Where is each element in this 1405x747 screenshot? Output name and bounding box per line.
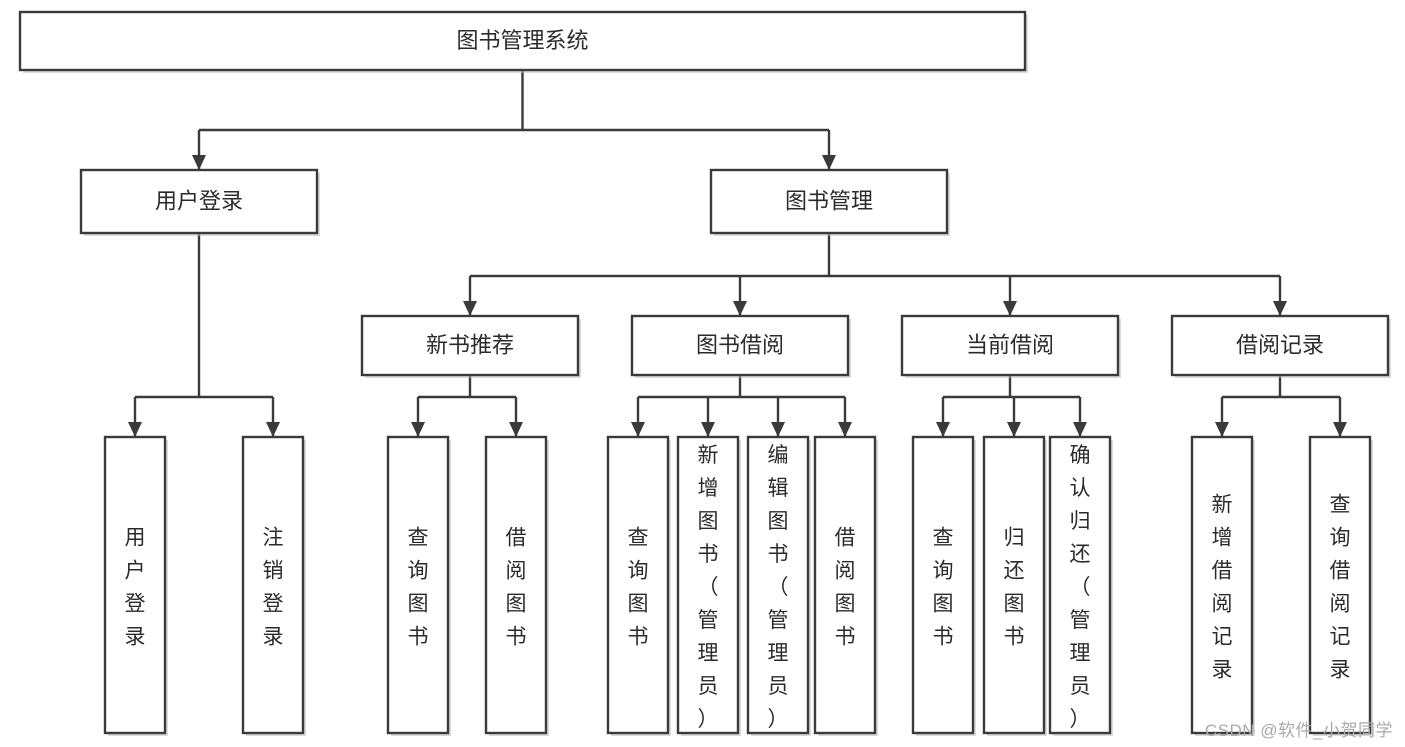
arrow-head-icon [411,422,425,437]
node-leaf-borrow-book-new[interactable]: 借阅图书 [484,435,549,736]
node-label: 图书管理系统 [456,28,588,53]
arrow-head-icon [128,422,142,437]
node-label: 图书借阅 [696,332,784,357]
node-label: 用户登录 [155,188,243,213]
edge-group-user-login [128,233,280,437]
node-label: 查询图书 [408,527,429,649]
arrow-head-icon [701,422,715,437]
node-label: 新增借阅记录 [1212,494,1233,682]
node-new-book-recommend[interactable]: 新书推荐 [360,314,581,378]
edge-group-borrow-record [1215,375,1347,437]
node-label: 注销登录 [263,527,284,649]
arrow-head-icon [192,155,206,170]
node-leaf-edit-book-admin[interactable]: 编辑图书（管理员） [746,435,811,736]
node-leaf-add-borrow-record[interactable]: 新增借阅记录 [1190,435,1255,736]
node-leaf-borrow-book[interactable]: 借阅图书 [813,435,878,736]
edge-group-book-borrow [631,375,852,437]
arrow-head-icon [1007,422,1021,437]
arrow-head-icon [936,422,950,437]
node-label: 编辑图书（管理员） [768,444,789,731]
arrow-head-icon [1003,301,1017,316]
nodes-layer: 图书管理系统用户登录图书管理新书推荐图书借阅当前借阅借阅记录用户登录注销登录查询… [18,10,1391,736]
node-borrow-record[interactable]: 借阅记录 [1170,314,1391,378]
node-label: 查询图书 [933,527,954,649]
node-current-borrow[interactable]: 当前借阅 [900,314,1121,378]
arrow-head-icon [266,422,280,437]
node-label: 新增图书（管理员） [698,444,719,731]
node-leaf-confirm-return-admin[interactable]: 确认归还（管理员） [1048,435,1113,736]
node-leaf-query-book-borrow[interactable]: 查询图书 [606,435,671,736]
node-label: 当前借阅 [966,332,1054,357]
node-label: 借阅记录 [1236,332,1324,357]
node-leaf-add-book-admin[interactable]: 新增图书（管理员） [676,435,741,736]
watermark-label: CSDN @软件_小贺同学 [1204,721,1393,740]
arrow-head-icon [1273,301,1287,316]
arrow-head-icon [733,301,747,316]
arrow-head-icon [771,422,785,437]
node-label: 查询借阅记录 [1330,494,1351,682]
edge-group-book-manage [463,233,1287,316]
node-label: 新书推荐 [426,332,514,357]
edge-group-root [192,70,836,170]
arrow-head-icon [838,422,852,437]
node-label: 查询图书 [628,527,649,649]
node-label: 图书管理 [785,188,873,213]
arrow-head-icon [1215,422,1229,437]
node-label: 确认归还（管理员） [1070,444,1091,731]
arrow-head-icon [463,301,477,316]
node-leaf-query-book-new[interactable]: 查询图书 [386,435,451,736]
arrow-head-icon [631,422,645,437]
arrow-head-icon [509,422,523,437]
node-book-borrow[interactable]: 图书借阅 [630,314,851,378]
edge-group-current-borrow [936,375,1087,437]
node-book-manage[interactable]: 图书管理 [709,168,950,236]
node-leaf-query-borrow-record[interactable]: 查询借阅记录 [1308,435,1373,736]
node-label: 借阅图书 [506,527,527,649]
arrow-head-icon [1333,422,1347,437]
node-label: 借阅图书 [835,527,856,649]
node-user-login[interactable]: 用户登录 [79,168,320,236]
node-leaf-query-book-current[interactable]: 查询图书 [911,435,976,736]
node-leaf-return-book[interactable]: 归还图书 [982,435,1047,736]
node-label: 用户登录 [125,527,146,649]
node-label: 归还图书 [1004,527,1025,649]
edges-layer [128,70,1347,437]
node-leaf-logout-login[interactable]: 注销登录 [241,435,306,736]
arrow-head-icon [1073,422,1087,437]
edge-group-new-book-recommend [411,375,523,437]
node-root[interactable]: 图书管理系统 [18,10,1028,73]
arrow-head-icon [822,155,836,170]
node-leaf-user-login[interactable]: 用户登录 [103,435,168,736]
